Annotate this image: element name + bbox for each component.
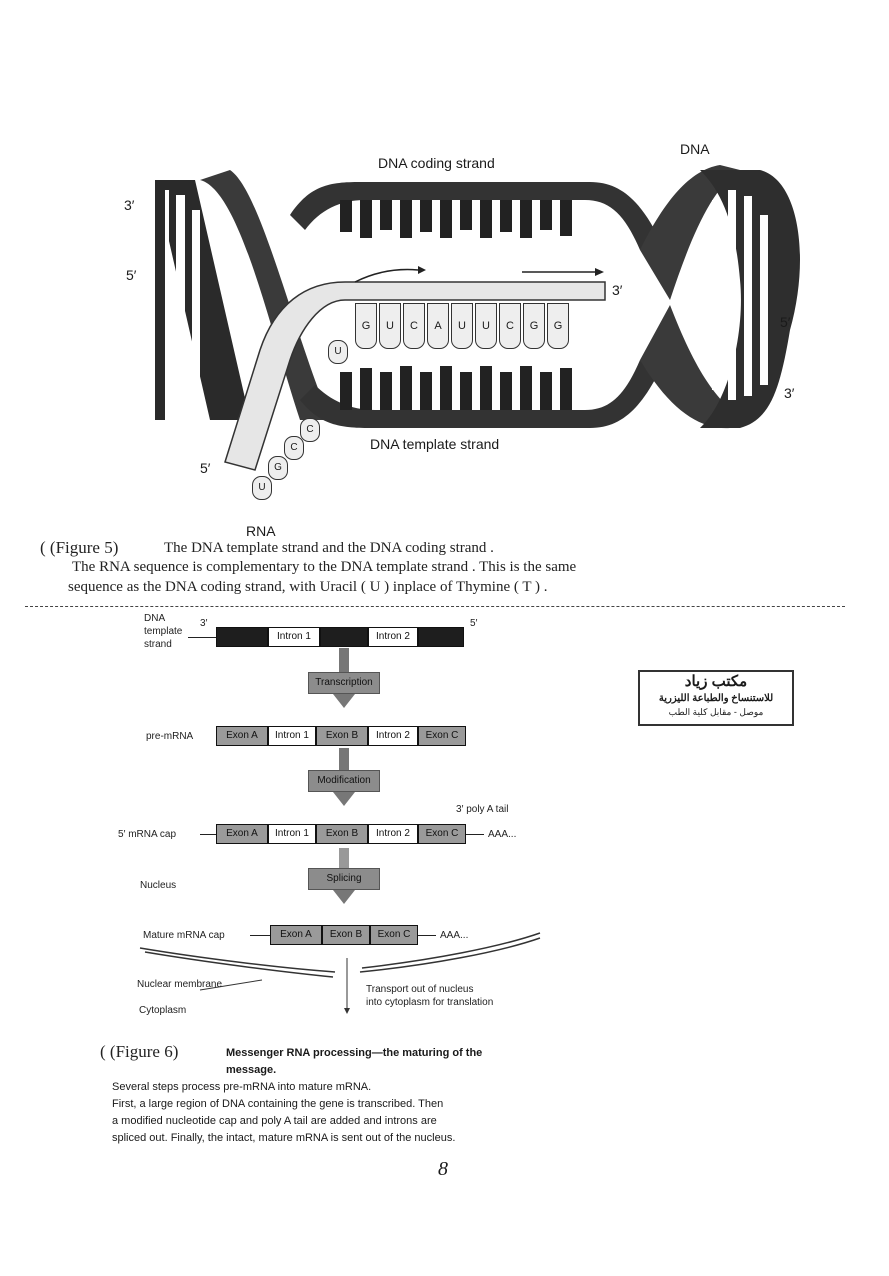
figure6-caption-line4: spliced out. Finally, the intact, mature… — [112, 1130, 532, 1147]
figure6-caption-line3: a modified nucleotide cap and poly A tai… — [112, 1113, 532, 1130]
label-cytoplasm: Cytoplasm — [139, 1005, 186, 1016]
page-number: 8 — [438, 1158, 448, 1181]
figure6-caption-line1: Several steps process pre-mRNA into matu… — [112, 1079, 532, 1096]
stamp-line2: للاستنساخ والطباعة الليزرية — [640, 692, 792, 706]
figure6-caption-line2: First, a large region of DNA containing … — [112, 1096, 532, 1113]
label-nuclear-membrane: Nuclear membrane — [137, 979, 222, 990]
stamp-line1: مكتب زياد — [640, 672, 792, 692]
stamp-line3: موصل - مقابل كلية الطب — [640, 706, 792, 719]
transport-note-l2: into cytoplasm for translation — [366, 997, 493, 1008]
print-shop-stamp: مكتب زياد للاستنساخ والطباعة الليزرية مو… — [638, 670, 794, 726]
figure6-caption-bold: Messenger RNA processing—the maturing of… — [226, 1047, 482, 1076]
transport-note-l1: Transport out of nucleus — [366, 984, 473, 995]
figure6-caption: Messenger RNA processing—the maturing of… — [112, 1045, 532, 1147]
